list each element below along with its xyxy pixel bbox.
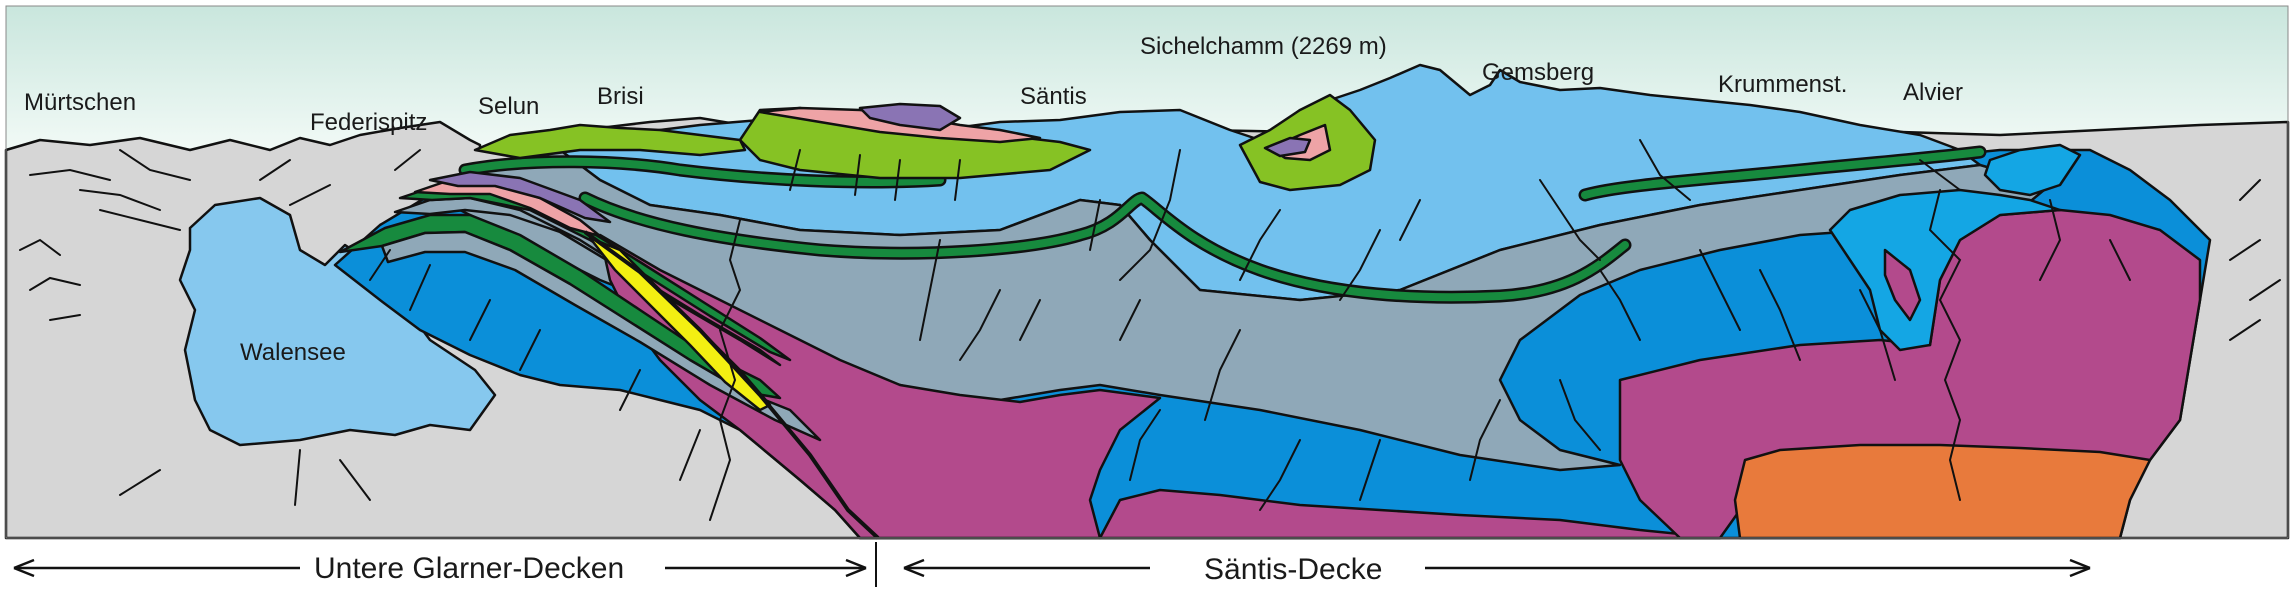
glarner-band-grey-mid (393, 196, 782, 367)
main-thrust (583, 230, 880, 540)
unit-label-saentis-decke: Säntis-Decke (1204, 553, 1382, 586)
layer-magenta-left (598, 233, 1162, 540)
layer-magenta-lens (1883, 248, 1922, 322)
layer-orange (1733, 443, 2152, 540)
peak-label-sichelchamm: Sichelchamm (2269 m) (1140, 33, 1387, 60)
peak-label-brisi: Brisi (597, 83, 644, 110)
layer-cyan (1828, 188, 2062, 352)
fracture-lines (19, 139, 2281, 521)
peak-label-gemsberg: Gemsberg (1482, 59, 1594, 86)
purple-lens-saentis (858, 102, 962, 132)
purple-lens-sichel (1263, 136, 1312, 158)
glarner-band-grey-lower (380, 230, 822, 442)
unit-arrow-left (13, 558, 867, 578)
peak-label-federispitz: Federispitz (310, 109, 427, 136)
unit-label-untere-glarner: Untere Glarner-Decken (314, 552, 624, 585)
lime-cap-selun (473, 123, 747, 160)
layer-magenta-bottom (1098, 488, 1722, 540)
peak-label-alvier: Alvier (1903, 79, 1963, 106)
green-band-upper-fill (461, 157, 944, 186)
peak-label-selun: Selun (478, 93, 539, 120)
walensee-lake (178, 196, 497, 447)
green-band-saentis-fill (581, 194, 1629, 302)
green-band-east-fill (1581, 148, 1984, 199)
peak-label-muertschen: Mürtschen (24, 89, 136, 116)
unit-arrow-right (903, 558, 2091, 578)
glarner-band-purple (428, 170, 612, 224)
layer-cyan-top (1983, 143, 2082, 197)
peak-label-saentis: Säntis (1020, 83, 1087, 110)
diagram-frame (5, 5, 2289, 539)
peak-label-krummenst: Krummenst. (1718, 71, 1847, 98)
lake-label: Walensee (240, 339, 346, 366)
